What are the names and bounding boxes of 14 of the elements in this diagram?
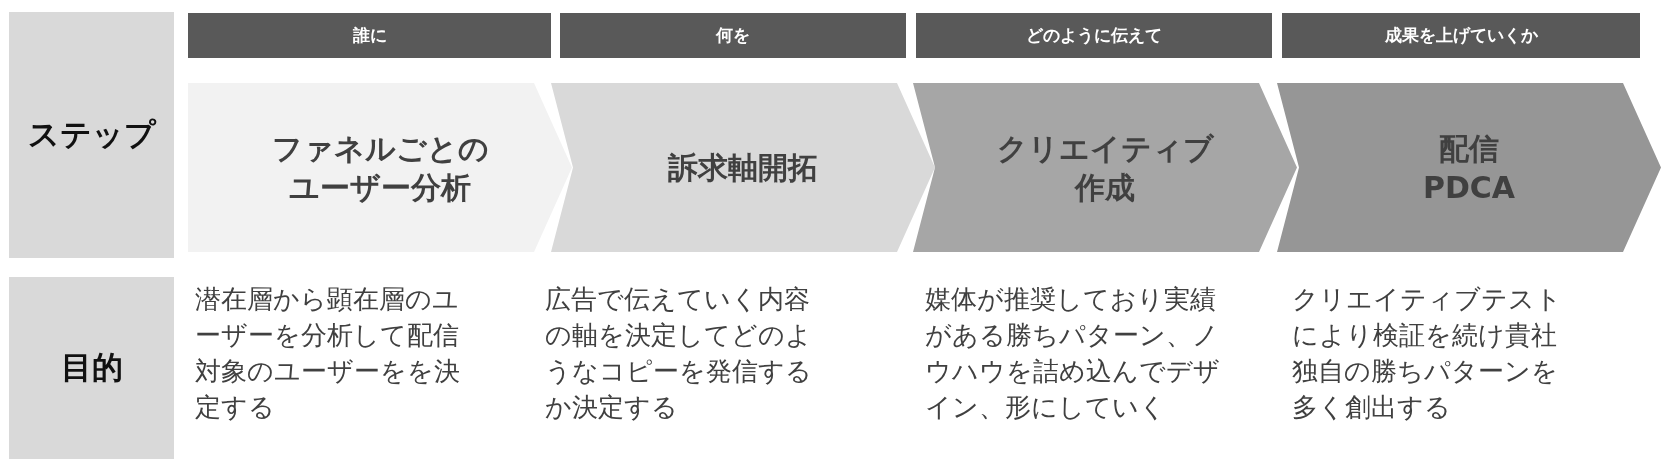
column-header: 誰に xyxy=(188,13,551,58)
column-header: どのように伝えて xyxy=(916,13,1272,58)
chevron-step: 配信 PDCA xyxy=(1277,83,1661,252)
row-header: ステップ xyxy=(9,12,174,258)
column-header: 成果を上げていくか xyxy=(1282,13,1640,58)
row-header: 目的 xyxy=(9,277,174,459)
chevron-step: クリエイティブ作成 xyxy=(913,83,1297,252)
chevron-step: ファネルごとのユーザー分析 xyxy=(188,83,572,252)
purpose-text: 広告で伝えていく内容の軸を決定してどのようなコピーを発信するか決定する xyxy=(545,283,813,424)
column-header: 何を xyxy=(560,13,906,58)
purpose-text: 潜在層から顕在層のユーザーを分析して配信対象のユーザーをを決定する xyxy=(195,283,461,424)
purpose-text: 媒体が推奨しており実績がある勝ちパターン、ノウハウを詰め込んでデザイン、形にしていく xyxy=(925,283,1221,424)
chevron-step: 訴求軸開拓 xyxy=(551,83,935,252)
purpose-text: クリエイティブテストにより検証を続け貴社独自の勝ちパターンを多く創出する xyxy=(1292,283,1563,424)
